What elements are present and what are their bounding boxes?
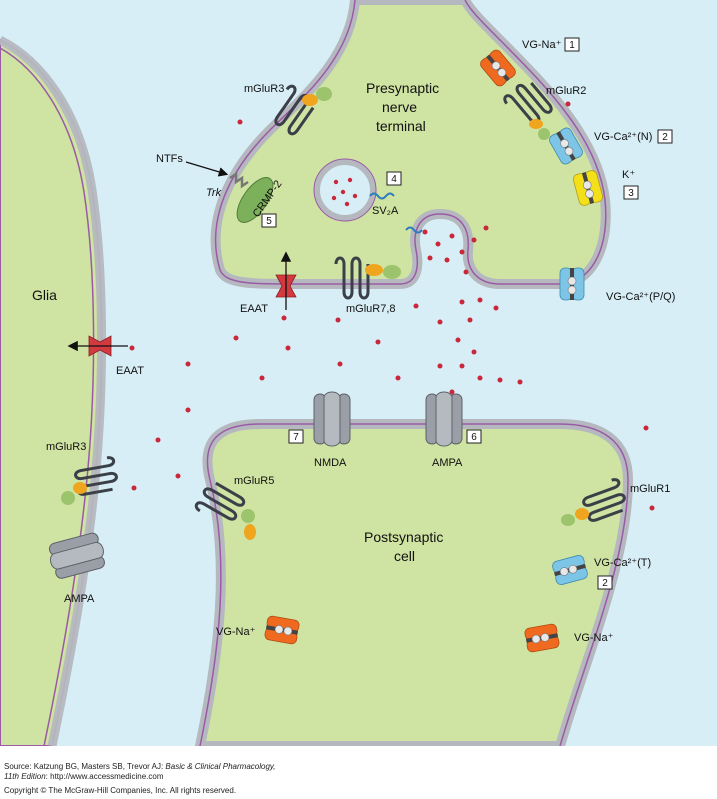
mglur3-glia-g-protein [61,482,87,505]
synapse-diagram: Presynaptic nerve terminal Postsynaptic … [0,0,717,746]
sv2a-protein [369,192,395,200]
postsynaptic-label-line2: cell [394,548,415,564]
number-box-4 [386,171,402,186]
presynaptic-label-line1: Presynaptic [366,80,439,96]
sv2a-fused-protein [405,226,423,234]
nmda-label: NMDA [314,457,347,469]
vg-na-post-right-channel [523,622,561,654]
vg-ca-n-label: VG-Ca²⁺(N) [594,131,652,143]
vg-ca-t-label: VG-Ca²⁺(T) [594,557,651,569]
number-1: 1 [569,40,575,51]
number-box-1 [564,37,580,52]
glia-label: Glia [32,287,57,303]
postsynaptic-cell [194,419,634,746]
number-box-7 [288,429,304,444]
synaptic-vesicle [313,158,377,222]
number-box-3 [623,185,639,200]
postsynaptic-label-line1: Postsynaptic [364,529,443,545]
ampa-postsynaptic-receptor [425,391,463,447]
vg-na-post-left-channel [263,614,301,646]
number-box-5 [261,213,277,228]
number-5: 5 [266,216,272,227]
mglur2-g-protein [529,119,550,140]
number-6: 6 [471,432,477,443]
ampa-postsynaptic-label: AMPA [432,457,463,469]
mglur2-label: mGluR2 [546,85,586,97]
number-2-post: 2 [602,578,608,589]
mglur1-label: mGluR1 [630,483,670,495]
mglur5-label: mGluR5 [234,475,274,487]
eaat-presynaptic-label: EAAT [240,303,268,315]
number-2-pre: 2 [662,132,668,143]
nmda-receptor [313,391,351,447]
vg-na-post-left-label: VG-Na⁺ [216,626,256,638]
number-4: 4 [391,174,397,185]
number-box-6 [466,429,482,444]
number-box-2-pre [657,129,673,144]
ntfs-label: NTFs [156,153,183,165]
source-prefix: Source: Katzung BG, Masters SB, Trevor A… [4,762,166,771]
copyright-text: Copyright © The McGraw-Hill Companies, I… [4,786,237,795]
vg-ca-pq-channel [559,267,585,301]
vg-na-top-label: VG-Na⁺ [522,39,562,51]
mglur78-g-protein [365,264,401,279]
sv2a-label: SV₂A [372,205,399,217]
number-3: 3 [628,188,634,199]
ntfs-arrow [185,161,229,177]
presynaptic-label-line3: terminal [376,118,426,134]
mglur3-presynaptic-label: mGluR3 [244,83,284,95]
source-citation: Source: Katzung BG, Masters SB, Trevor A… [4,762,276,772]
ampa-glia-label: AMPA [64,593,95,605]
trk-receptor [229,171,249,189]
presynaptic-label-line2: nerve [382,99,417,115]
mglur1-g-protein [561,508,589,526]
book-title: Basic & Clinical Pharmacology, [165,762,276,771]
edition-text: 11th Edition [4,772,46,781]
edition-line: 11th Edition: http://www.accessmedicine.… [4,772,164,782]
vg-ca-pq-label: VG-Ca²⁺(P/Q) [606,291,675,303]
mglur3-glia-label: mGluR3 [46,441,86,453]
mglur5-g-protein [241,509,256,540]
source-url: : http://www.accessmedicine.com [45,772,164,781]
copyright-line: Copyright © The McGraw-Hill Companies, I… [4,786,236,796]
crmp2-protein [236,177,274,223]
trk-label: Trk [206,187,222,199]
mglur3-presynaptic-g-protein [302,87,332,106]
vg-na-post-right-label: VG-Na⁺ [574,632,614,644]
glutamate-molecules [129,101,655,511]
number-box-2-post [597,575,613,590]
number-7: 7 [293,432,299,443]
k-plus-label: K⁺ [622,169,635,181]
eaat-glia-label: EAAT [116,365,144,377]
mglur78-label: mGluR7,8 [346,303,396,315]
